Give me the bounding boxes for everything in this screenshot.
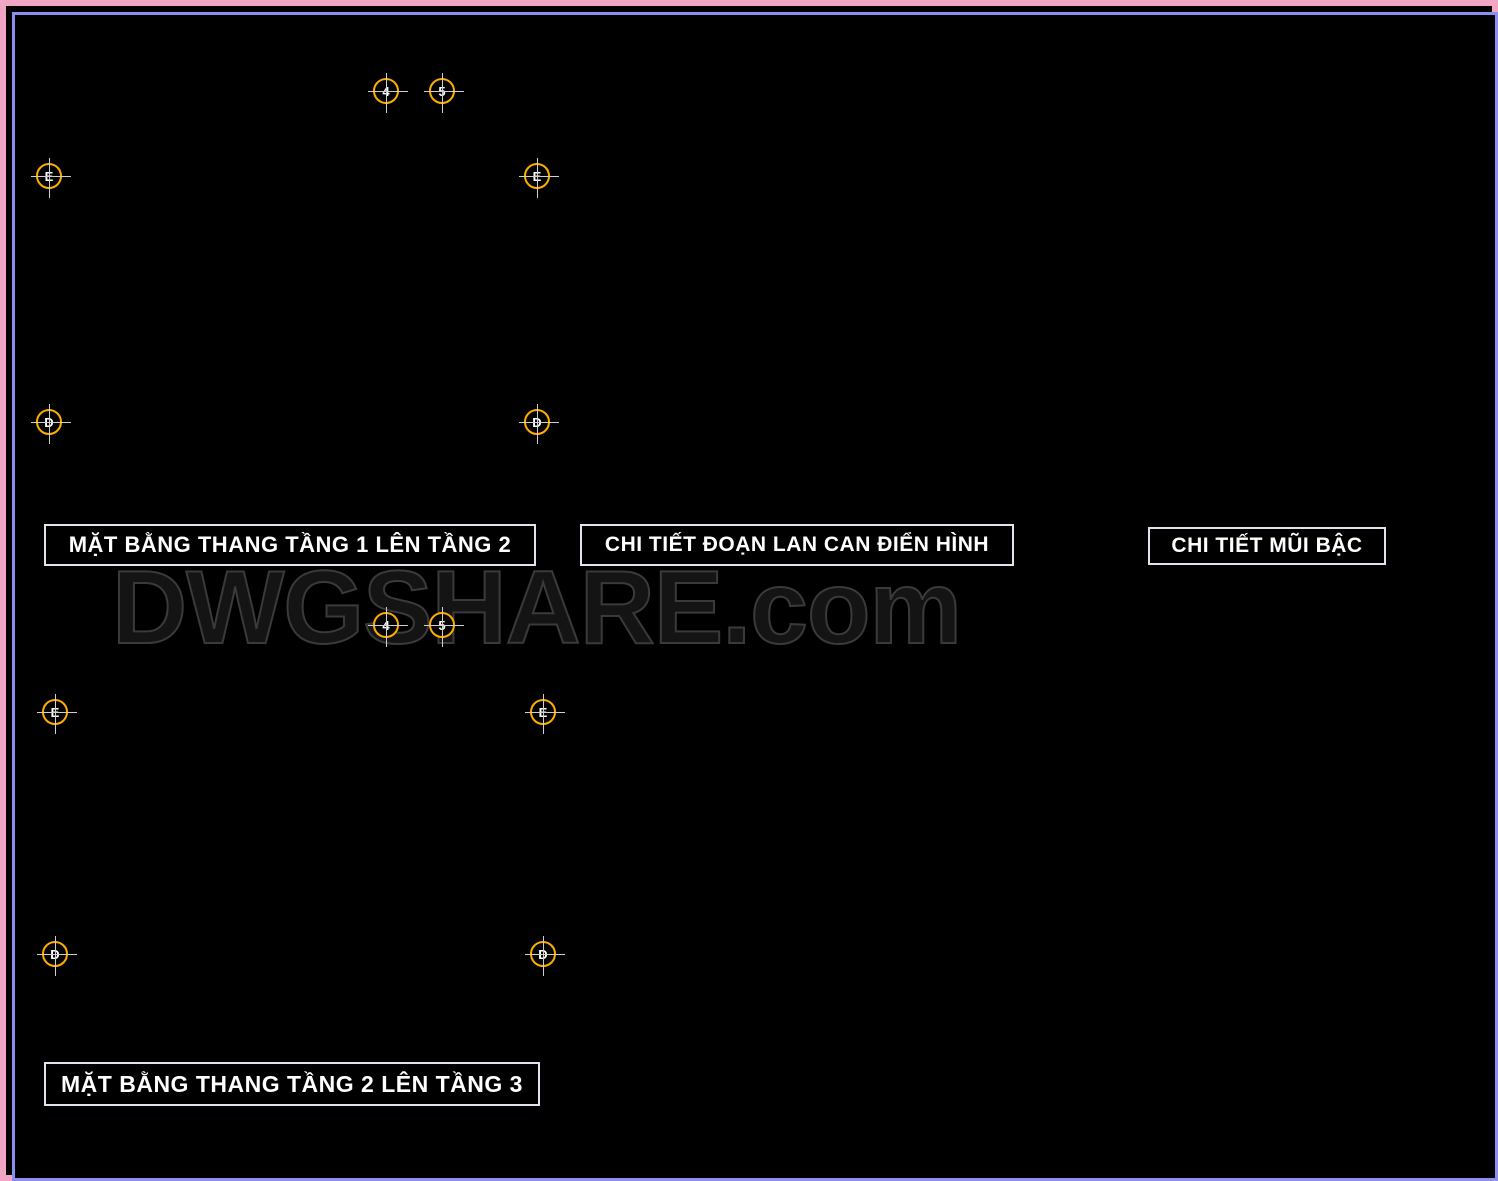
grid-bubble-D-right-bottom[interactable]: D — [519, 404, 559, 444]
grid-bubble-4-top[interactable]: 4 — [368, 73, 408, 113]
grid-bubble-4-top-b[interactable]: 4 — [368, 607, 408, 647]
grid-bubble-E-left-top-b[interactable]: E — [37, 694, 77, 734]
title-railing-detail: CHI TIẾT ĐOẠN LAN CAN ĐIỂN HÌNH — [580, 524, 1014, 566]
drawing-frame-inner — [12, 12, 1498, 1181]
grid-bubble-D-left-bottom-b[interactable]: D — [37, 936, 77, 976]
grid-bubble-5-top[interactable]: 5 — [424, 73, 464, 113]
grid-bubble-5-top-b[interactable]: 5 — [424, 607, 464, 647]
grid-bubble-D-left-bottom[interactable]: D — [31, 404, 71, 444]
title-plan-floor1-to-2: MẶT BẰNG THANG TẦNG 1 LÊN TẦNG 2 — [44, 524, 536, 566]
title-nosing-detail: CHI TIẾT MŨI BẬC — [1148, 527, 1386, 565]
grid-bubble-E-right-top[interactable]: E — [519, 158, 559, 198]
grid-bubble-E-left-top[interactable]: E — [31, 158, 71, 198]
grid-bubble-D-right-bottom-b[interactable]: D — [525, 936, 565, 976]
grid-bubble-E-right-top-b[interactable]: E — [525, 694, 565, 734]
title-plan-floor2-to-3: MẶT BẰNG THANG TẦNG 2 LÊN TẦNG 3 — [44, 1062, 540, 1106]
